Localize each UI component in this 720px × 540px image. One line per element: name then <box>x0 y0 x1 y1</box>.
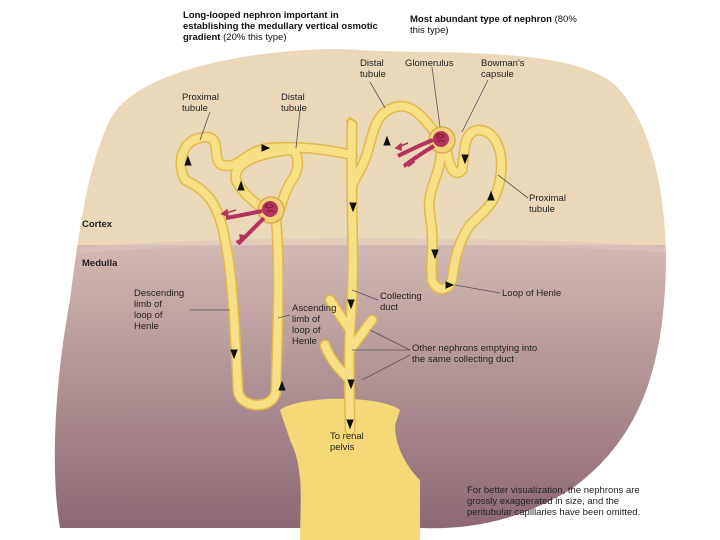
abundant-share: (80% this type) <box>410 14 577 36</box>
arrow-icon <box>261 144 271 152</box>
arrow-icon <box>487 190 495 201</box>
arrow-icon <box>445 281 455 289</box>
cortex-label: Cortex <box>82 219 113 230</box>
arrow-icon <box>431 249 439 260</box>
label-glomerulus: Glomerulus <box>405 58 454 69</box>
arrow-icon <box>383 135 391 146</box>
arrow-icon <box>184 155 192 166</box>
abundant-title: Most abundant type of nephron <box>410 14 552 25</box>
long-looped-share: (20% this type) <box>220 32 287 43</box>
label-proximal-tubule-right: Proximal tubule <box>529 193 566 215</box>
arrow-icon <box>349 202 357 213</box>
label-loop-of-henle: Loop of Henle <box>502 288 562 299</box>
arrow-icon <box>347 379 355 390</box>
arrow-icon <box>347 299 355 310</box>
label-other-nephrons: Other nephrons emptying into the same co… <box>412 343 538 365</box>
label-renal-pelvis: To renal pelvis <box>330 431 364 453</box>
arrow-icon <box>346 419 354 430</box>
visualization-note: For better visualization, the nephrons a… <box>467 485 641 518</box>
flow-arrows <box>184 135 495 430</box>
blood-flow-arrows <box>220 142 416 243</box>
label-ascending-limb: Ascending limb of loop of Henle <box>292 303 337 347</box>
long-looped-title: Long-looped nephron important in establi… <box>183 10 378 43</box>
arrow-icon <box>237 180 245 191</box>
renal-pelvis <box>280 398 420 540</box>
long-looped-header: Long-looped nephron important in establi… <box>183 10 383 43</box>
label-distal-tubule-right: Distal tubule <box>360 58 386 80</box>
cortex-region <box>54 49 666 245</box>
label-distal-tubule-left: Distal tubule <box>281 92 307 114</box>
arrow-icon <box>230 349 238 360</box>
label-bowmans-capsule: Bowman's capsule <box>481 58 525 80</box>
label-collecting-duct: Collecting duct <box>380 291 422 313</box>
glomerulus-right <box>397 126 456 168</box>
medulla-label: Medulla <box>82 258 118 269</box>
collecting-duct-top <box>345 116 357 123</box>
label-descending-limb: Descending limb of loop of Henle <box>134 288 185 332</box>
abundant-header: Most abundant type of nephron (80% this … <box>410 14 580 36</box>
arrow-icon <box>278 380 286 391</box>
glomerulus-left <box>225 196 285 246</box>
leader-lines <box>190 66 529 381</box>
arrow-icon <box>461 154 469 165</box>
label-proximal-tubule-left: Proximal tubule <box>182 92 219 114</box>
